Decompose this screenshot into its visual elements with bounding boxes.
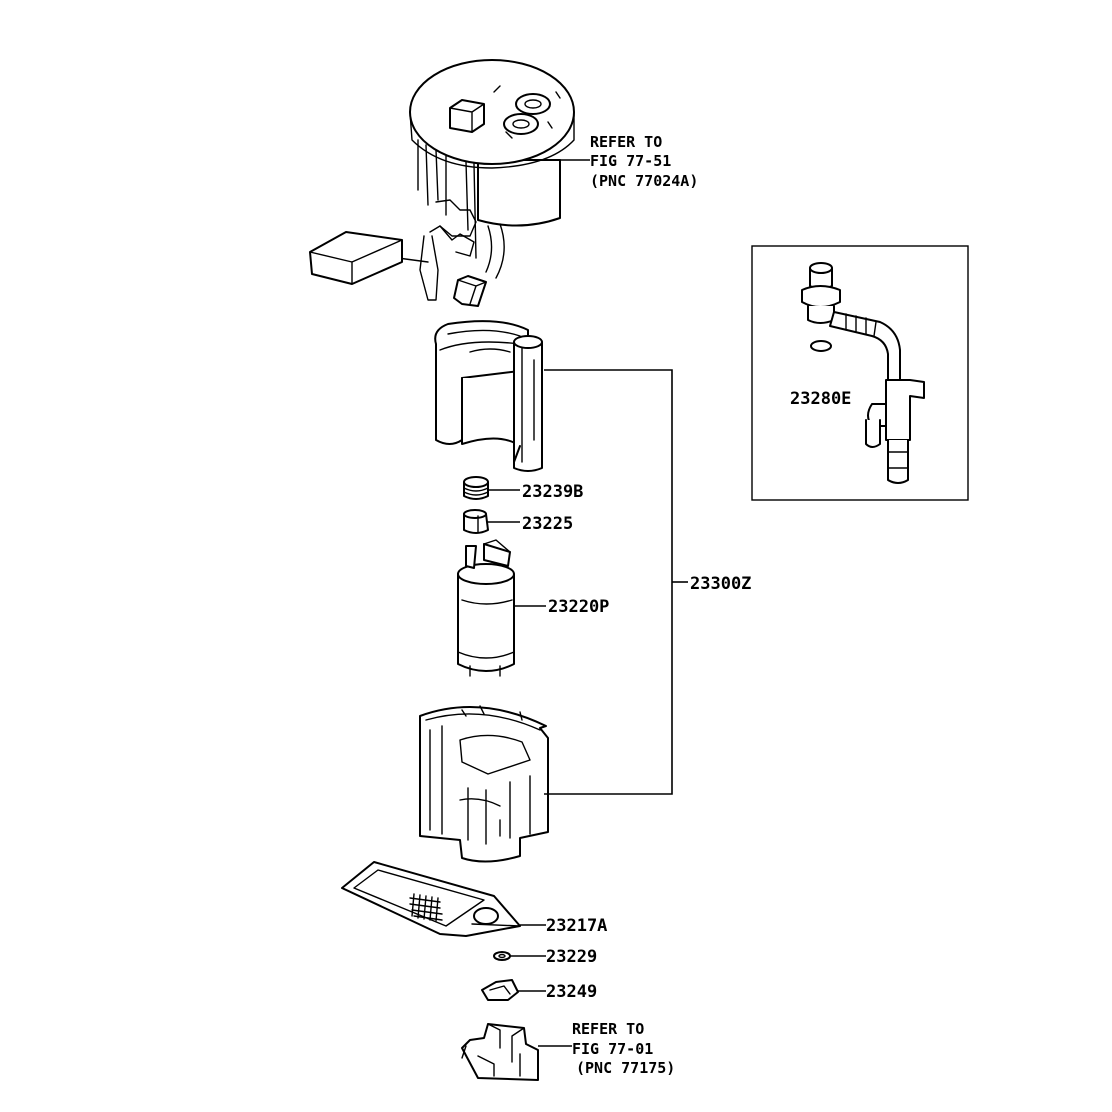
clip-23249 (481, 979, 519, 1001)
grommet-23239B (463, 476, 489, 500)
upper-pump-housing (434, 320, 543, 472)
label-23249: 23249 (546, 982, 597, 1002)
label-23239B: 23239B (522, 482, 583, 502)
fuel-pump-23220P (457, 539, 515, 677)
washer-23229 (493, 951, 511, 961)
label-23220P: 23220P (548, 597, 609, 617)
filter-23217A (341, 861, 521, 937)
bottom-bracket (461, 1023, 539, 1081)
label-23280E: 23280E (790, 389, 851, 409)
refer-bottom-line1: REFER TO (572, 1020, 644, 1038)
refer-bottom-line2: FIG 77-01 (572, 1040, 653, 1058)
label-23229: 23229 (546, 947, 597, 967)
refer-bottom-line3: (PNC 77175) (576, 1059, 675, 1077)
label-23217A: 23217A (546, 916, 607, 936)
refer-top-line2: FIG 77-51 (590, 152, 671, 170)
cushion-23225 (463, 509, 489, 534)
assembly-23300Z-bracket-line (544, 369, 673, 795)
inset-box (751, 245, 969, 501)
label-23225: 23225 (522, 514, 573, 534)
refer-top-line3: (PNC 77024A) (590, 172, 698, 190)
fuel-sender-cover-assembly (309, 59, 575, 307)
lower-pump-bracket (419, 705, 549, 863)
refer-top-line1: REFER TO (590, 133, 662, 151)
label-23300Z: 23300Z (690, 574, 751, 594)
